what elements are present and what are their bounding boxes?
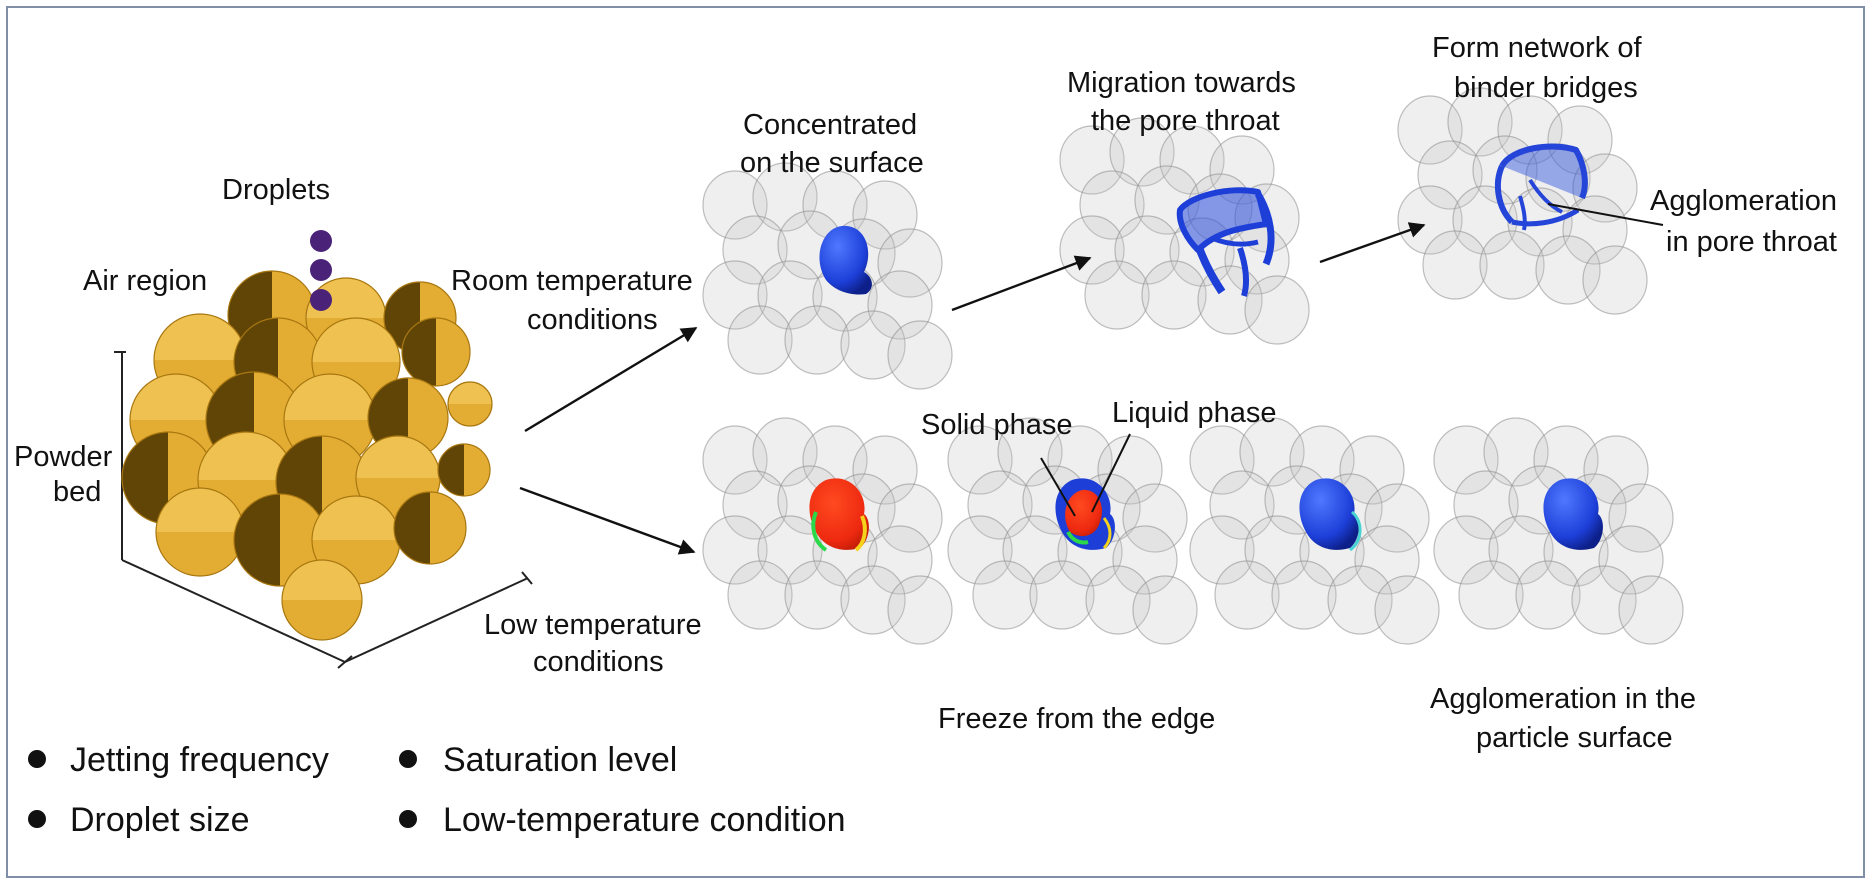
label-form-network-2: binder bridges	[1454, 72, 1638, 104]
label-agglomeration-surface-1: Agglomeration in the	[1430, 683, 1696, 715]
label-agglomeration-pore-2: in pore throat	[1666, 226, 1837, 258]
legend-item-jetting-frequency: Jetting frequency	[70, 741, 329, 779]
powder-particle	[437, 443, 491, 497]
powder-particle	[281, 559, 363, 641]
label-room-temperature-2: conditions	[527, 304, 658, 336]
powder-bed-cube	[114, 270, 533, 669]
label-powder-bed-2: bed	[53, 476, 101, 508]
label-migration-1: Migration towards	[1067, 67, 1296, 99]
powder-particle	[401, 317, 471, 387]
legend-item-droplet-size: Droplet size	[70, 801, 250, 839]
process-arrows	[519, 222, 1426, 555]
arrow-to-network	[1319, 222, 1426, 264]
droplet	[310, 289, 332, 311]
legend-bullet	[28, 810, 46, 828]
label-concentrated-2: on the surface	[740, 147, 924, 179]
pointer-lines	[1040, 203, 1664, 517]
label-migration-2: the pore throat	[1091, 105, 1280, 137]
label-solid-phase: Solid phase	[921, 409, 1073, 441]
legend-item-saturation-level: Saturation level	[443, 741, 677, 779]
powder-particle	[447, 381, 493, 427]
label-agglomeration-pore-1: Agglomeration	[1650, 185, 1837, 217]
ghost-particle-box	[1397, 87, 1648, 315]
diagram-labels: Droplets Air region Powder bed Room temp…	[14, 32, 1837, 754]
legend: Jetting frequency Saturation level Dropl…	[28, 741, 846, 839]
label-droplets: Droplets	[222, 174, 330, 206]
arrow-low-temperature	[519, 486, 696, 555]
binder-network-bridges	[1494, 143, 1588, 231]
pointer-solid-phase	[1040, 457, 1076, 517]
legend-item-low-temperature-condition: Low-temperature condition	[443, 801, 846, 839]
label-agglomeration-surface-2: particle surface	[1476, 722, 1673, 754]
droplet	[310, 230, 332, 252]
frozen-droplet-stage-4	[1543, 478, 1603, 550]
pointer-liquid-phase	[1091, 433, 1131, 513]
legend-bullet	[28, 750, 46, 768]
label-room-temperature-1: Room temperature	[451, 265, 693, 297]
label-low-temperature-2: conditions	[533, 646, 664, 678]
legend-bullet	[399, 810, 417, 828]
droplets	[310, 230, 332, 311]
powder-particle	[393, 491, 467, 565]
frozen-droplet-stage-1	[809, 478, 869, 552]
binder-blob-concentrated	[819, 225, 872, 295]
label-liquid-phase: Liquid phase	[1112, 397, 1276, 429]
frozen-droplet-stage-3	[1299, 478, 1362, 552]
powder-particle	[155, 487, 245, 577]
label-powder-bed-1: Powder	[14, 441, 113, 473]
label-low-temperature-1: Low temperature	[484, 609, 702, 641]
powder-particles	[121, 270, 493, 641]
ghost-particle-box	[702, 162, 953, 390]
binder-network-migration	[1176, 187, 1275, 297]
label-freeze-edge: Freeze from the edge	[938, 703, 1215, 735]
label-concentrated-1: Concentrated	[743, 109, 917, 141]
pointer-agglomeration-pore	[1547, 203, 1664, 226]
ghost-particle-box	[1433, 417, 1684, 645]
label-form-network-1: Form network of	[1432, 32, 1642, 64]
arrow-room-temperature	[524, 326, 698, 433]
label-air-region: Air region	[83, 265, 207, 297]
powder-particle	[233, 493, 327, 587]
arrow-to-migration	[951, 255, 1092, 312]
droplet	[310, 259, 332, 281]
legend-bullet	[399, 750, 417, 768]
